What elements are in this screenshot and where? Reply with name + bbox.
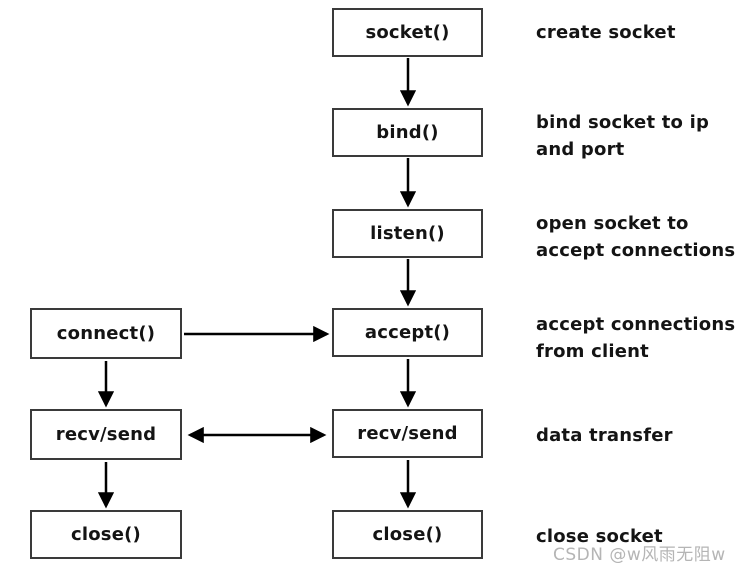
node-close-server: close() — [332, 510, 483, 559]
annotation-open-socket: open socket to accept connections — [536, 213, 736, 261]
csdn-watermark: CSDN @w风雨无阻w — [553, 545, 726, 565]
annotation-create-socket: create socket — [536, 22, 676, 43]
node-connect: connect() — [30, 308, 182, 359]
node-socket: socket() — [332, 8, 483, 57]
node-close-client: close() — [30, 510, 182, 559]
node-recv-send-client: recv/send — [30, 409, 182, 460]
node-bind: bind() — [332, 108, 483, 157]
annotation-accept-connections: accept connections from client — [536, 314, 736, 362]
node-accept: accept() — [332, 308, 483, 357]
annotation-data-transfer: data transfer — [536, 425, 673, 446]
annotation-close-socket: close socket — [536, 526, 663, 547]
node-listen: listen() — [332, 209, 483, 258]
annotation-bind-socket: bind socket to ip and port — [536, 112, 710, 160]
node-recv-send-server: recv/send — [332, 409, 483, 458]
